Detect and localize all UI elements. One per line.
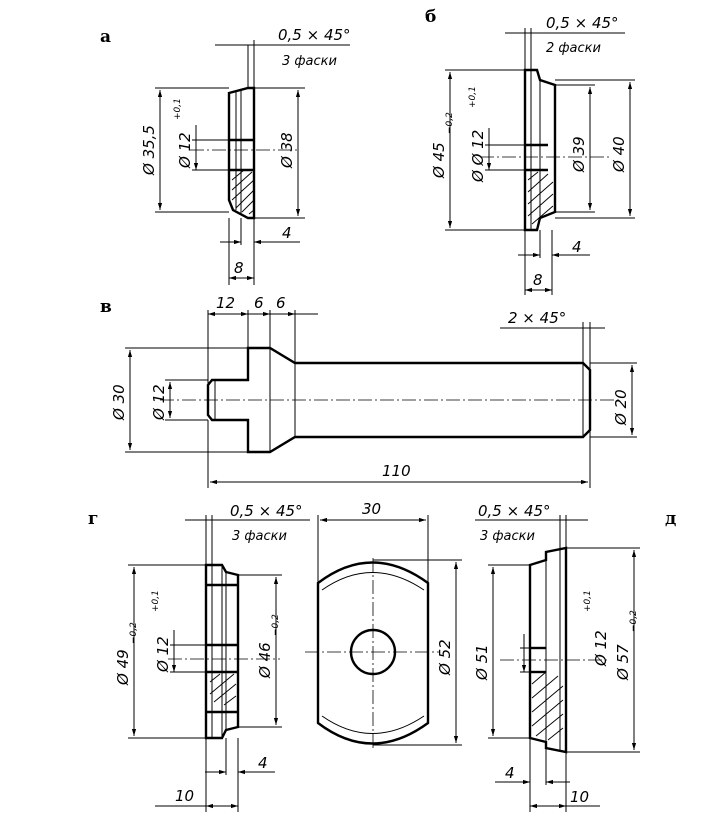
view-v-d30-text: Ø 30	[110, 384, 128, 421]
view-g-label: г	[88, 509, 98, 529]
view-a-section-hatch	[231, 169, 255, 215]
view-b-39-text: Ø 39	[570, 136, 588, 173]
view-d-bore-text: Ø 12	[592, 630, 610, 667]
view-v-dim-6b: 6	[276, 294, 286, 312]
view-g-outer-tol: −0,2	[129, 622, 139, 644]
view-d-57-text: Ø 57	[614, 644, 632, 681]
view-b-dim-4: 4	[572, 238, 582, 256]
view-a-part-outline	[227, 86, 256, 220]
view-b-dim-8: 8	[533, 271, 543, 289]
view-mid-disc-outline	[316, 561, 430, 745]
view-v-d12-text: Ø 12	[150, 384, 168, 421]
view-a-bore-text: Ø 12	[176, 132, 194, 169]
view-b-40-text: Ø 40	[610, 136, 628, 173]
view-a-label: а	[100, 27, 111, 47]
view-g: г 0,5 × 45° 3 фаски Ø 49 −0,2 Ø 12	[88, 502, 310, 812]
view-a-chamfer-note: 3 фаски	[282, 54, 337, 69]
view-b-chamfer-text: 0,5 × 45°	[546, 14, 619, 32]
view-d: д 0,5 × 45° 3 фаски Ø 51 Ø 12 +0,1	[473, 502, 676, 812]
view-g-dim-4: 4	[258, 754, 268, 772]
view-g-chamfer-text: 0,5 × 45°	[230, 502, 303, 520]
view-d-dim-10: 10	[570, 788, 589, 806]
view-a-dim-8: 8	[234, 259, 244, 277]
view-d-chamfer-text: 0,5 × 45°	[478, 502, 551, 520]
view-a-outer-text: Ø 35,5	[140, 125, 158, 176]
view-d-51-text: Ø 51	[473, 644, 491, 681]
view-d-57-tol: −0,2	[629, 610, 639, 632]
view-v-d20-text: Ø 20	[612, 389, 630, 426]
view-v-chamfer-text: 2 × 45°	[508, 309, 566, 327]
view-b-outer-text: Ø 45	[430, 142, 448, 179]
view-v-dim-12: 12	[216, 294, 235, 312]
view-b: б 0,5 × 45° 2 фаски Ø 45 −0,2 Ø Ø 12 +0,…	[425, 7, 635, 295]
view-g-outer-text: Ø 49	[114, 649, 132, 686]
view-v-length-text: 110	[382, 462, 411, 480]
view-b-bore-text: Ø Ø 12	[469, 130, 487, 183]
view-a-flange-text: Ø 38	[278, 132, 296, 169]
view-d-label: д	[665, 509, 676, 529]
view-g-dim-10: 10	[175, 787, 194, 805]
view-a-chamfer-text: 0,5 × 45°	[278, 26, 351, 44]
view-mid-width-text: 30	[362, 500, 381, 518]
view-g-46-tol: −0,2	[271, 614, 281, 636]
view-g-bore-tol: +0,1	[151, 590, 161, 612]
view-v-label: в	[100, 297, 112, 317]
view-mid: 30 Ø 52	[305, 500, 462, 748]
view-a: а 0,5 × 45° 3 фаски Ø 35,5	[100, 26, 351, 285]
view-a-bore-tol: +0,1	[173, 98, 183, 120]
view-v-dim-6a: 6	[254, 294, 264, 312]
view-d-section-hatch	[531, 671, 564, 741]
view-a-dim-4: 4	[282, 224, 292, 242]
view-d-part-outline	[528, 546, 568, 754]
view-d-dim-4: 4	[505, 764, 515, 782]
view-b-bore-tol: +0,1	[468, 86, 478, 108]
view-b-section-hatch	[527, 171, 554, 225]
view-mid-d52-text: Ø 52	[436, 639, 454, 676]
view-g-chamfer-note: 3 фаски	[232, 529, 287, 544]
view-d-bore-tol: +0,1	[583, 590, 593, 612]
view-b-chamfer-note: 2 фаски	[546, 41, 601, 56]
view-g-bore-text: Ø 12	[154, 636, 172, 673]
view-g-46-text: Ø 46	[256, 642, 274, 679]
view-b-outer-tol: −0,2	[445, 112, 455, 134]
view-v: в 12 6 6 2 × 45° Ø 30 Ø 12	[100, 294, 637, 488]
view-b-label: б	[425, 7, 436, 27]
view-g-section-hatch	[209, 673, 237, 706]
view-d-chamfer-note: 3 фаски	[480, 529, 535, 544]
